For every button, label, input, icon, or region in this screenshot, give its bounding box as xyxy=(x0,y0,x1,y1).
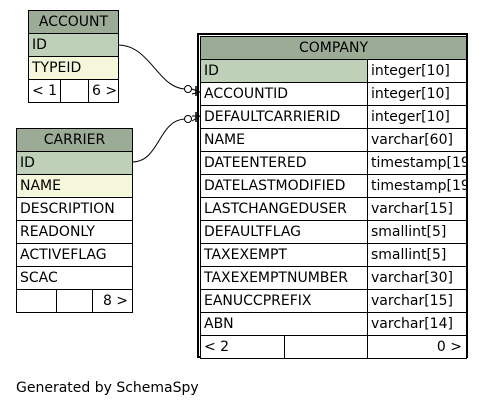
generated-by-note: Generated by SchemaSpy xyxy=(16,380,199,396)
column-id: ID xyxy=(200,59,368,83)
column-name: NAME xyxy=(200,128,368,152)
column-id: ID xyxy=(27,33,120,57)
column-type: smallint[5] xyxy=(367,243,467,267)
children-count: 8 > xyxy=(91,289,134,313)
column-type: integer[10] xyxy=(367,82,467,106)
column-scac: SCAC xyxy=(15,266,134,290)
column-type: varchar[15] xyxy=(367,197,467,221)
column-type: timestamp[19] xyxy=(367,174,467,198)
column-typeid: TYPEID xyxy=(27,56,120,80)
table-account: ACCOUNT ID TYPEID < 1 6 > xyxy=(27,10,120,103)
table-title: COMPANY xyxy=(200,36,467,60)
relation-carrier-company xyxy=(131,112,201,163)
column-readonly: READONLY xyxy=(15,220,134,244)
column-description: DESCRIPTION xyxy=(15,197,134,221)
children-count: 6 > xyxy=(87,79,120,103)
column-taxexempt: TAXEXEMPT xyxy=(200,243,368,267)
column-defaultflag: DEFAULTFLAG xyxy=(200,220,368,244)
column-name: NAME xyxy=(15,174,134,198)
column-accountid: ACCOUNTID xyxy=(200,82,368,106)
column-type: timestamp[19] xyxy=(367,151,467,175)
table-title: CARRIER xyxy=(15,128,134,152)
column-type: varchar[30] xyxy=(367,266,467,290)
column-taxexemptnumber: TAXEXEMPTNUMBER xyxy=(200,266,368,290)
children-count: 0 > xyxy=(367,335,467,359)
rows-count xyxy=(56,289,93,313)
parents-count: < 2 xyxy=(200,335,285,359)
parents-count xyxy=(16,289,57,313)
relation-account-company xyxy=(117,44,201,96)
column-type: varchar[15] xyxy=(367,289,467,313)
parents-count: < 1 xyxy=(28,79,61,103)
column-abn: ABN xyxy=(200,312,368,336)
column-id: ID xyxy=(15,151,134,175)
table-carrier: CARRIER ID NAME DESCRIPTION READONLY ACT… xyxy=(15,128,134,313)
table-company: COMPANY ID integer[10] ACCOUNTID integer… xyxy=(200,36,467,359)
column-activeflag: ACTIVEFLAG xyxy=(15,243,134,267)
